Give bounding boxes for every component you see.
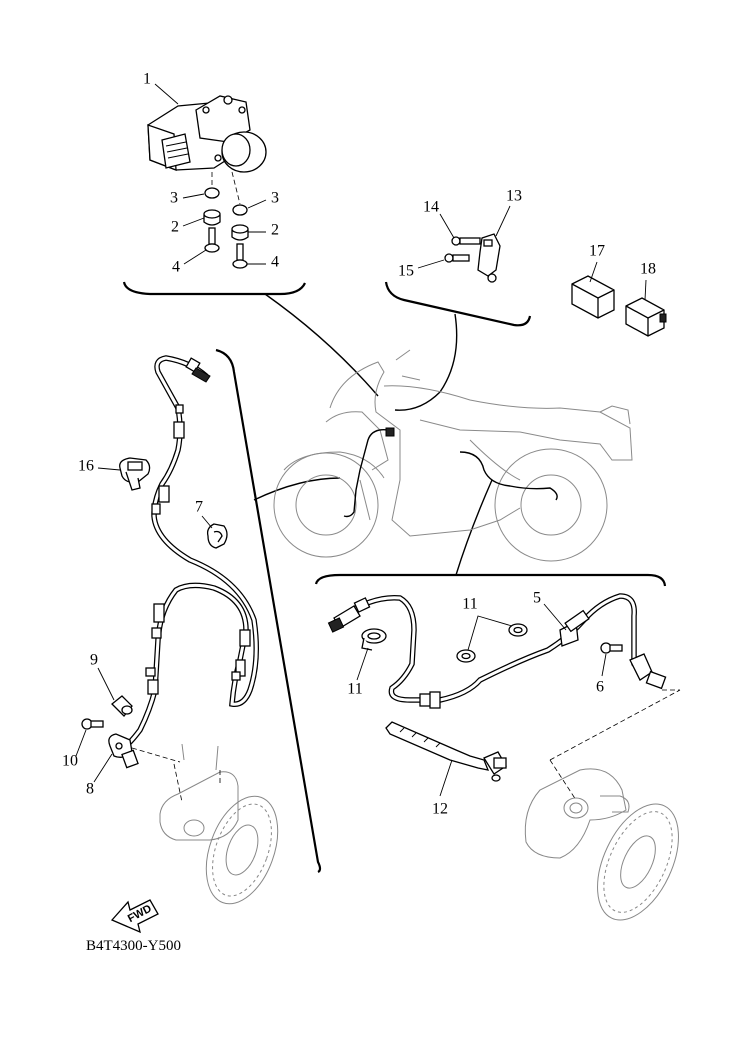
rear-wheel-sensor [629,653,680,691]
clamp-16 [119,457,151,491]
callout-2a-leader [182,217,205,227]
callout-9-leader [97,667,115,701]
abs-bracket [477,233,501,283]
callout-14-leader [439,213,455,239]
callout-10-leader [75,729,87,757]
callout-1: 1 [143,71,151,88]
abs-hydraulic-unit [147,95,267,173]
callout-12: 12 [432,801,448,818]
callout-15-leader [417,259,445,269]
grommet-9 [111,695,133,717]
bike-rear-harness [459,451,558,501]
bracket-lead-line [394,313,458,411]
front-group-bracket [215,348,322,873]
front-lead-line [253,477,341,501]
callout-6: 6 [596,679,604,696]
callout-8-leader [93,753,113,783]
callout-4a: 4 [172,259,180,276]
callout-3b-leader [247,199,267,209]
callout-9: 9 [90,652,98,669]
front-brake-disc [205,795,279,905]
callout-18: 18 [640,261,656,278]
abs-mount-right [231,171,249,269]
callout-10: 10 [62,753,78,770]
clamp-7 [206,523,228,549]
clamp-11-pair [456,623,528,663]
bike-harness [343,429,389,518]
callout-15: 15 [398,263,414,280]
callout-3a: 3 [170,190,178,207]
front-wheel-sensor-8 [108,733,181,769]
rear-lead-line [455,479,493,576]
bolt-15 [444,253,470,263]
callout-18-leader [644,279,647,301]
front-sensor-lead [127,355,259,745]
callout-11a-leader [356,647,369,681]
callout-11a: 11 [347,681,362,698]
callout-7: 7 [195,499,203,516]
bike-abs-unit [385,427,395,437]
callout-8: 8 [86,781,94,798]
reference-code: B4T4300-Y500 [86,938,181,954]
bolt-10 [81,718,104,730]
callout-6-leader [601,653,607,677]
callout-7-leader [201,515,213,529]
motorcycle-silhouette [273,349,633,562]
callout-17-leader [589,261,598,283]
callout-11b-leader [467,615,513,651]
rear-sensor-lead [327,593,637,709]
callout-3a-leader [182,193,205,199]
module-18 [625,297,667,337]
bolt-6 [600,642,623,654]
rear-brake-disc [597,803,679,921]
rear-caliper-ghost [524,689,681,859]
clamp-11-left [361,628,387,651]
callout-14: 14 [423,199,439,216]
callout-13: 13 [506,188,522,205]
callout-17: 17 [589,243,605,260]
callout-2b: 2 [271,222,279,239]
abs-mount-left [203,172,221,253]
callout-1-leader [154,83,179,105]
module-17 [571,275,615,319]
callout-3b: 3 [271,190,279,207]
callout-12-leader [439,759,453,797]
callout-4b: 4 [271,254,279,271]
bracket-group-bracket [384,281,532,327]
callout-4a-leader [183,249,207,265]
callout-16-leader [97,467,121,471]
callout-11b: 11 [462,596,477,613]
fwd-direction-indicator: FWD [110,899,159,934]
rear-group-bracket [314,573,667,587]
callout-16: 16 [78,458,94,475]
abs-unit-lead-line [264,293,379,397]
abs-unit-group-bracket [122,281,307,296]
callout-5: 5 [533,590,541,607]
callout-2a: 2 [171,219,179,236]
cable-tie-12 [385,721,507,782]
front-fork-ghost [159,743,239,841]
callout-5-leader [543,603,567,631]
bolt-14 [451,236,481,246]
callout-13-leader [495,205,511,237]
